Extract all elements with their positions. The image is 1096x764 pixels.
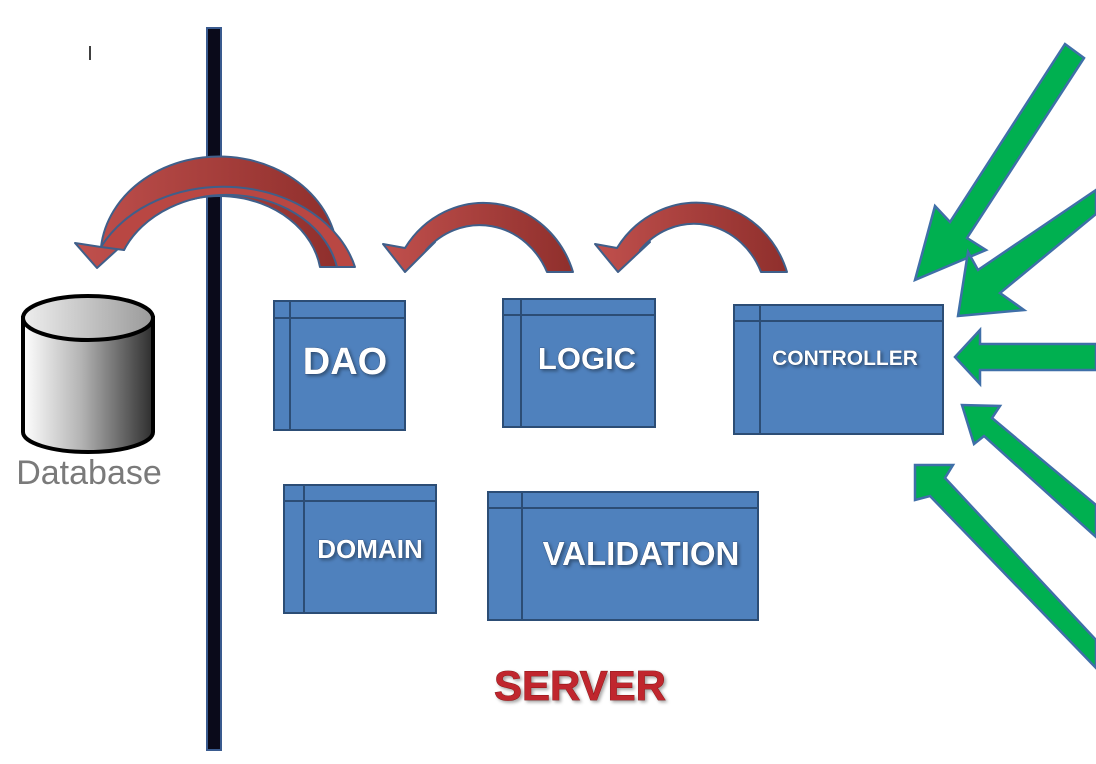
- logic-label: LOGIC: [538, 341, 636, 376]
- boundary-bar: [206, 27, 222, 751]
- dao-component: DAO: [273, 300, 406, 431]
- dao-label: DAO: [303, 341, 387, 383]
- controller-component: CONTROLLER: [733, 304, 944, 435]
- server-label: SERVER: [494, 662, 666, 709]
- incoming-request-arrow-icon: [913, 463, 1096, 670]
- logic-component: LOGIC: [502, 298, 656, 428]
- incoming-request-arrow-icon: [956, 188, 1096, 318]
- curved-arrow-controller-to-logic: [594, 201, 788, 273]
- domain-component: DOMAIN: [283, 484, 437, 614]
- validation-label: VALIDATION: [543, 535, 740, 572]
- incoming-request-arrow-icon: [960, 403, 1096, 539]
- controller-label: CONTROLLER: [772, 347, 918, 370]
- database-label: Database: [16, 454, 162, 492]
- database-cylinder-icon: [21, 294, 155, 454]
- curved-arrow-dao-to-database: [74, 155, 356, 269]
- incoming-request-arrow-icon: [953, 326, 1096, 388]
- incoming-request-arrow-icon: [913, 42, 1086, 283]
- validation-component: VALIDATION: [487, 491, 759, 621]
- curved-arrow-logic-to-dao: [382, 201, 574, 273]
- incoming-request-arrows: [913, 42, 1096, 670]
- domain-label: DOMAIN: [317, 534, 422, 564]
